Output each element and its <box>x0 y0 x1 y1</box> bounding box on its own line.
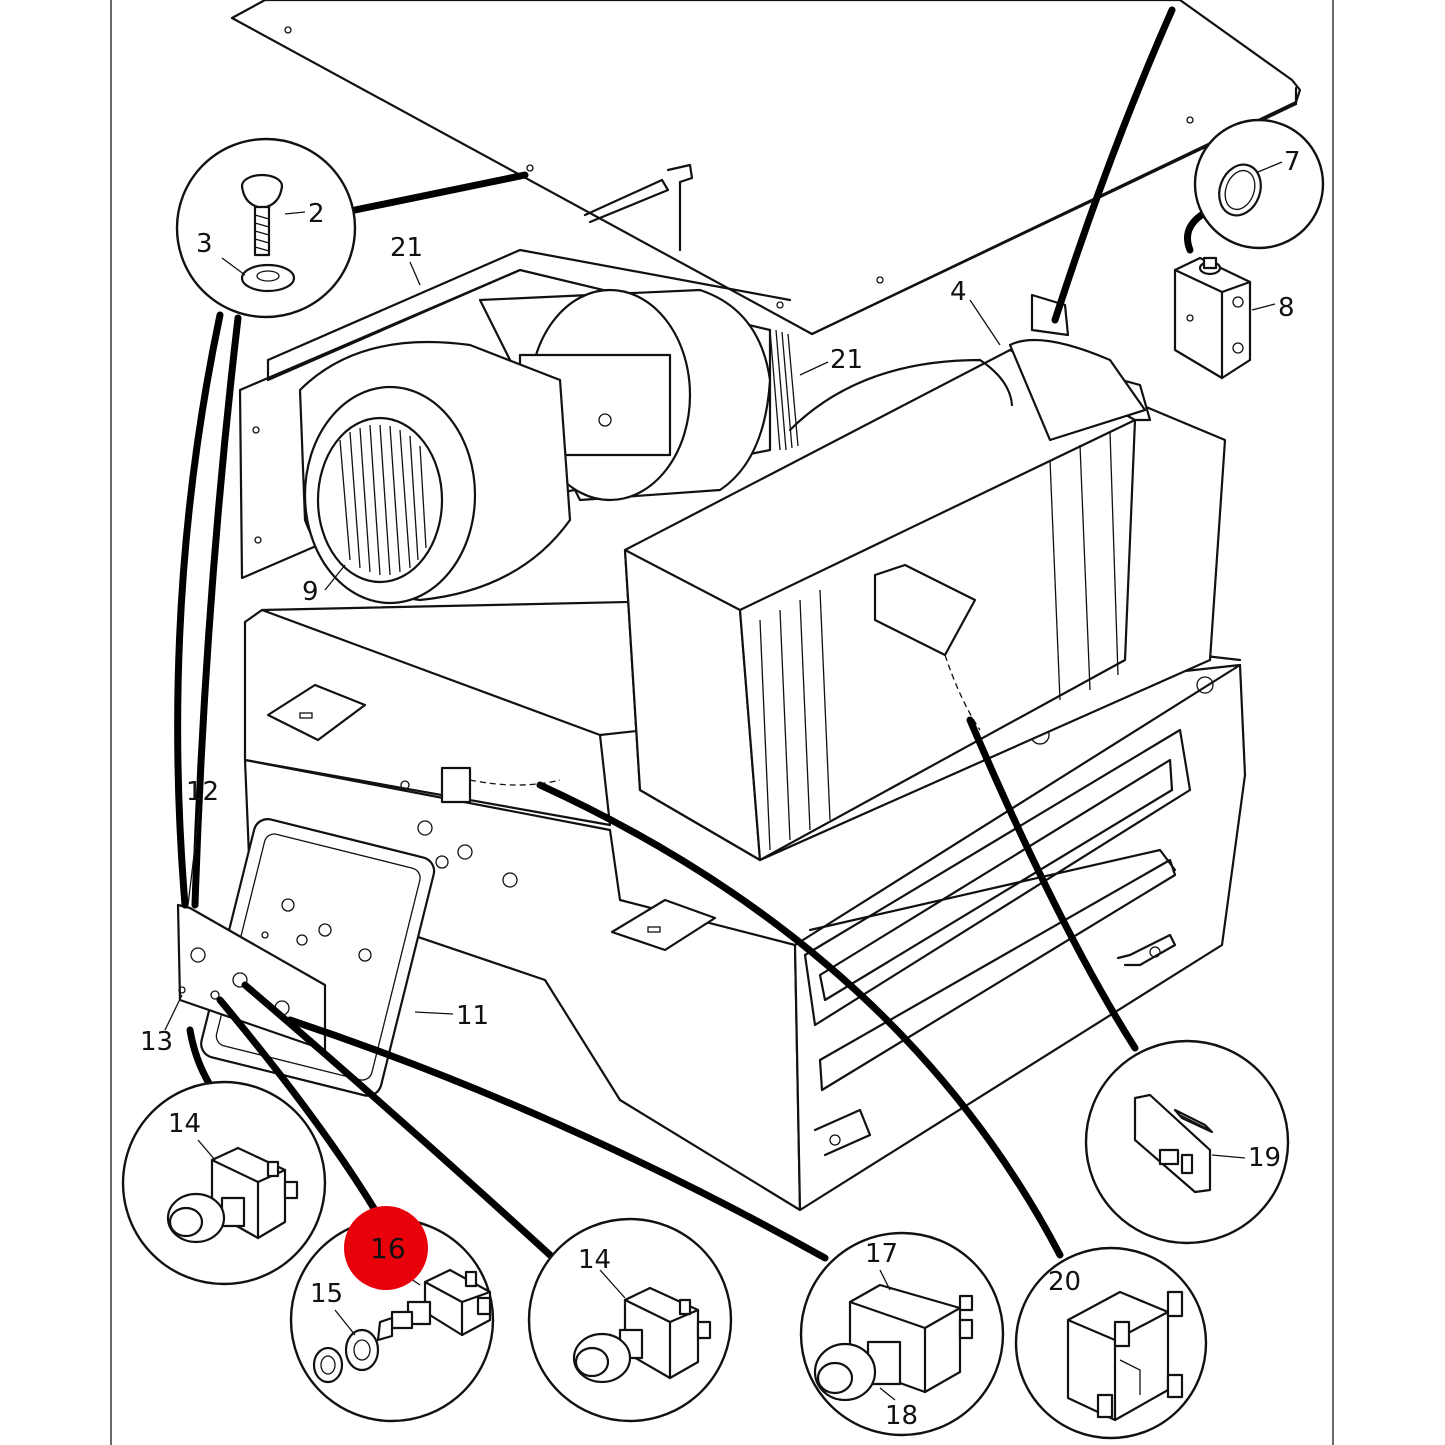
callout-7: 7 <box>1284 147 1301 177</box>
page-frame <box>110 0 1334 1445</box>
valve-block-icon <box>1173 256 1276 380</box>
callout-15: 15 <box>310 1279 343 1309</box>
callout-18: 18 <box>885 1401 918 1431</box>
detail-switch-14-right <box>527 1217 733 1423</box>
toggle-switch-icon <box>376 1268 492 1342</box>
rotary-switch-icon <box>813 1283 974 1402</box>
callout-13: 13 <box>140 1027 173 1057</box>
detail-relay-20 <box>1014 1246 1208 1440</box>
callout-4: 4 <box>950 277 967 307</box>
callout-labels: 2 3 4 7 8 9 11 12 13 14 14 15 16 17 18 1… <box>140 147 1301 1431</box>
detail-switch-16 <box>289 1217 495 1423</box>
label-leaders <box>164 261 1001 1031</box>
detail-resistor-19 <box>1084 1039 1290 1245</box>
push-pull-switch-icon <box>572 1286 712 1384</box>
callout-16: 16 <box>370 1232 406 1265</box>
callout-11: 11 <box>456 1001 489 1031</box>
highlight-marker <box>344 1206 428 1290</box>
callout-12: 12 <box>186 777 219 807</box>
callout-9: 9 <box>302 577 319 607</box>
relay-icon <box>1066 1290 1184 1422</box>
o-ring-icon <box>1218 163 1262 217</box>
detail-switch-17 <box>799 1231 1005 1437</box>
callout-2: 2 <box>308 199 325 229</box>
detail-screw-washer <box>175 137 357 319</box>
top-cover-plate <box>230 0 1302 336</box>
nut-icon <box>312 1328 380 1384</box>
washer-icon <box>240 263 296 293</box>
screw-icon <box>240 173 284 257</box>
blower-fan-icon <box>298 288 799 605</box>
callout-14-right: 14 <box>578 1245 611 1275</box>
callout-19: 19 <box>1248 1143 1281 1173</box>
callout-17: 17 <box>865 1239 898 1269</box>
callout-14-left: 14 <box>168 1109 201 1139</box>
callout-3: 3 <box>196 229 213 259</box>
push-pull-switch-icon <box>166 1146 299 1244</box>
control-panel <box>176 818 436 1097</box>
detail-switch-14-left <box>121 1080 327 1286</box>
leader-lines <box>174 6 1214 1262</box>
callout-8: 8 <box>1278 293 1295 323</box>
callout-21-top: 21 <box>390 233 423 263</box>
resistor-board-icon <box>1133 1093 1214 1194</box>
callout-21-coil: 21 <box>830 345 863 375</box>
detail-o-ring <box>1193 118 1325 250</box>
callout-20: 20 <box>1048 1267 1081 1297</box>
heater-core-box <box>623 293 1227 862</box>
